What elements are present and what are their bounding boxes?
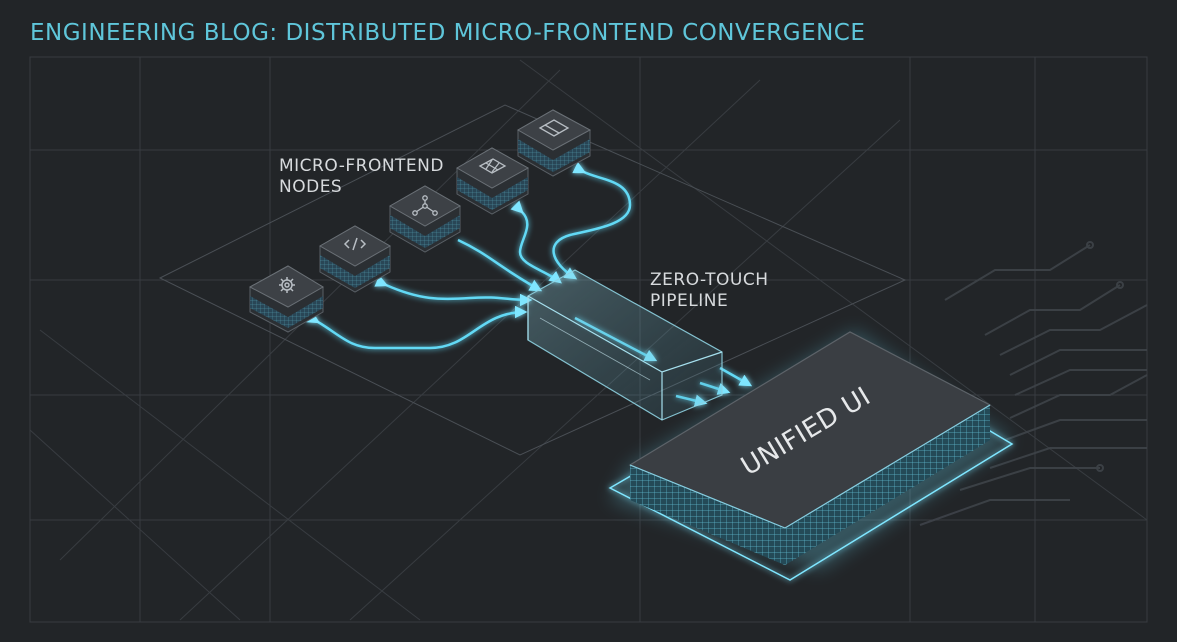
micro-frontend-node-4: [455, 147, 530, 215]
pipeline-label-line2: PIPELINE: [650, 291, 728, 311]
circuit-traces: [919, 241, 1148, 526]
pipeline-label-line1: ZERO-TOUCH: [650, 270, 769, 290]
micro-frontend-node-1: [248, 265, 324, 333]
code-icon: [343, 237, 367, 251]
pipeline-tube: [527, 269, 723, 421]
flow-arrow-2: [374, 275, 533, 307]
micro-frontend-node-5: [516, 109, 592, 177]
pipeline-out-arrow-1: [719, 366, 753, 387]
page-title: ENGINEERING BLOG: DISTRIBUTED MICRO-FRON…: [30, 20, 866, 46]
nodes-label-line2: NODES: [279, 177, 342, 197]
unified-ui-block: [608, 330, 1014, 581]
pipeline-label: ZERO-TOUCH PIPELINE: [650, 270, 774, 311]
nodes-label: MICRO-FRONTEND NODES: [279, 156, 450, 197]
flow-arrow-4: [510, 200, 562, 284]
nodes-platform: [158, 104, 907, 456]
window-icon: [538, 119, 570, 137]
flow-arrow-3: [457, 238, 543, 292]
micro-frontend-node-3: [388, 185, 462, 253]
gear-icon: [279, 277, 295, 293]
nodes-label-line1: MICRO-FRONTEND: [279, 156, 444, 176]
grid-icon: [478, 158, 507, 174]
flow-arrow-5: [552, 161, 632, 280]
micro-frontend-node-2: [318, 225, 392, 293]
flow-arrow-1: [306, 305, 528, 350]
network-icon: [412, 195, 438, 216]
